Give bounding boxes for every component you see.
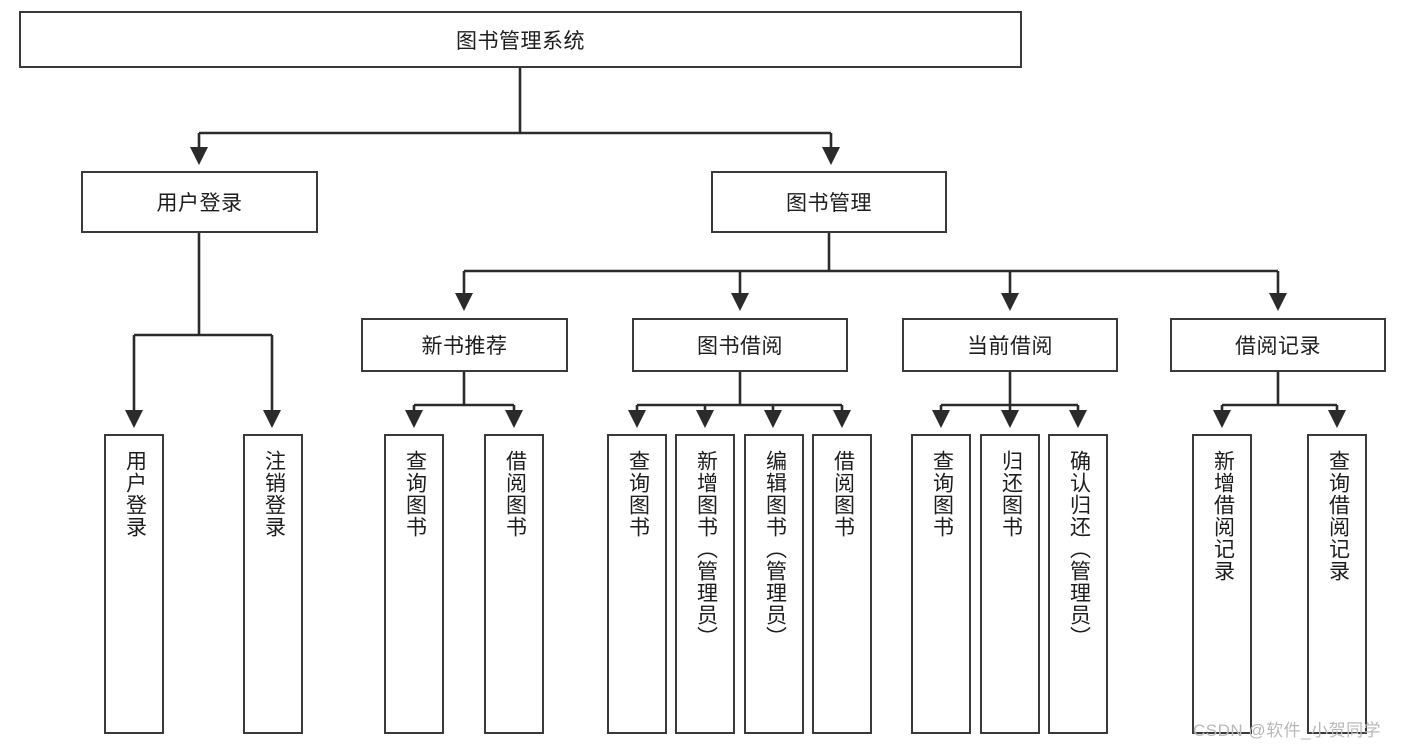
node-root-book-management-system[interactable]: 图书管理系统: [19, 11, 1022, 68]
node-new-book-recommend[interactable]: 新书推荐: [361, 318, 568, 372]
leaf-borrow-borrow-book[interactable]: 借阅图书: [812, 434, 872, 734]
leaf-current-confirm-return-admin[interactable]: 确认归还（管理员）: [1048, 434, 1108, 734]
node-label: 查询图书: [626, 450, 650, 538]
node-book-management[interactable]: 图书管理: [711, 171, 947, 233]
node-label: 新增图书（管理员）: [694, 450, 718, 648]
node-label: 用户登录: [156, 192, 243, 215]
node-label: 图书管理系统: [456, 29, 585, 53]
leaf-user-logout[interactable]: 注销登录: [243, 434, 303, 734]
node-label: 借阅图书: [503, 450, 527, 538]
leaf-current-return-book[interactable]: 归还图书: [980, 434, 1040, 734]
node-label: 编辑图书（管理员）: [763, 450, 787, 648]
node-label: 确认归还（管理员）: [1067, 450, 1091, 648]
node-label: 当前借阅: [967, 335, 1053, 358]
node-label: 用户登录: [123, 450, 147, 538]
node-label: 新增借阅记录: [1211, 450, 1235, 582]
leaf-borrow-query-book[interactable]: 查询图书: [607, 434, 667, 734]
node-label: 借阅记录: [1235, 335, 1321, 358]
leaf-record-add-borrow-record[interactable]: 新增借阅记录: [1192, 434, 1252, 734]
node-label: 注销登录: [262, 450, 286, 538]
csdn-watermark: CSDN @软件_小贺同学: [1193, 721, 1382, 740]
leaf-recommend-query-book[interactable]: 查询图书: [384, 434, 444, 734]
leaf-borrow-edit-book-admin[interactable]: 编辑图书（管理员）: [744, 434, 804, 734]
node-book-borrow[interactable]: 图书借阅: [632, 318, 848, 372]
node-user-login[interactable]: 用户登录: [81, 171, 318, 233]
node-label: 归还图书: [999, 450, 1023, 538]
node-label: 图书借阅: [697, 335, 783, 358]
node-borrow-record[interactable]: 借阅记录: [1170, 318, 1386, 372]
node-current-borrow[interactable]: 当前借阅: [902, 318, 1118, 372]
node-label: 查询图书: [930, 450, 954, 538]
node-label: 查询借阅记录: [1326, 450, 1350, 582]
node-label: 图书管理: [786, 192, 872, 215]
leaf-record-query-borrow-record[interactable]: 查询借阅记录: [1307, 434, 1367, 734]
node-label: 新书推荐: [421, 335, 508, 358]
leaf-user-login[interactable]: 用户登录: [104, 434, 164, 734]
node-label: 借阅图书: [831, 450, 855, 538]
node-label: 查询图书: [403, 450, 427, 538]
leaf-current-query-book[interactable]: 查询图书: [911, 434, 971, 734]
leaf-borrow-add-book-admin[interactable]: 新增图书（管理员）: [675, 434, 735, 734]
leaf-recommend-borrow-book[interactable]: 借阅图书: [484, 434, 544, 734]
